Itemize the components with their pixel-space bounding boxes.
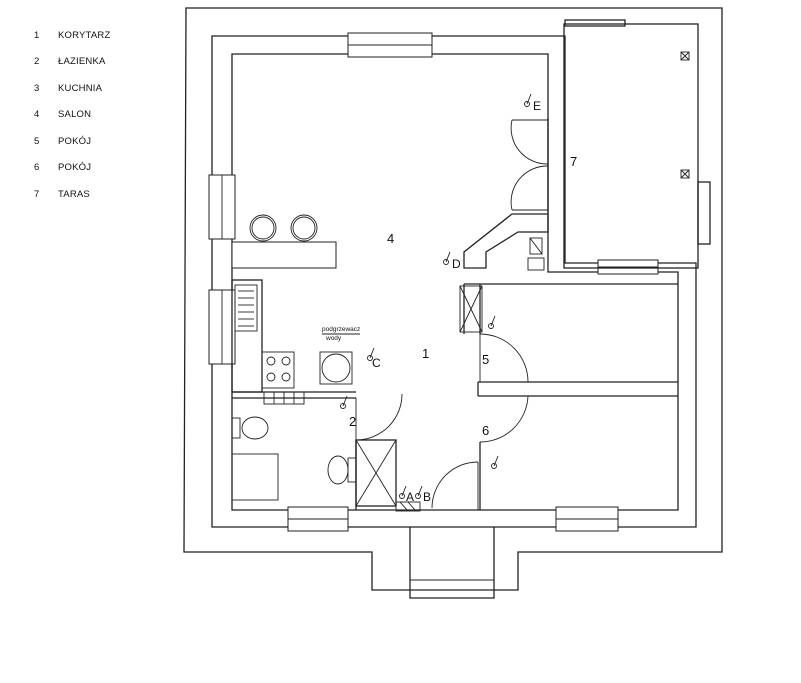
room-label: 2: [349, 414, 356, 429]
point-label: A: [406, 490, 414, 504]
switch-icons: [340, 93, 532, 499]
point-label: D: [452, 257, 461, 271]
point-label: E: [533, 99, 541, 113]
point-labels: A B C D E: [372, 99, 541, 504]
water-heater: podgrzewacz wody: [319, 326, 360, 385]
point-label: C: [372, 356, 381, 370]
room-label: 6: [482, 423, 489, 438]
terrace-door: [510, 118, 549, 212]
exterior-wall-outer: [211, 35, 697, 528]
chimney: [463, 213, 549, 271]
kitchen: [231, 214, 337, 393]
site-outline: [183, 7, 723, 591]
room-label: 5: [482, 352, 489, 367]
room-labels: 1 2 4 5 6 7: [349, 154, 577, 438]
heater-label: wody: [325, 335, 342, 342]
bathroom: [231, 391, 403, 510]
windows: [208, 32, 659, 532]
exterior-wall-inner: [231, 53, 679, 511]
room-label: 4: [387, 231, 394, 246]
room-label: 1: [422, 346, 429, 361]
bedroom-walls: [459, 283, 678, 510]
terrace: [563, 19, 711, 269]
point-label: B: [423, 490, 431, 504]
room-label: 7: [570, 154, 577, 169]
bedroom-doors: [479, 333, 529, 443]
heater-label: podgrzewacz: [322, 326, 360, 333]
entrance: [409, 461, 495, 599]
